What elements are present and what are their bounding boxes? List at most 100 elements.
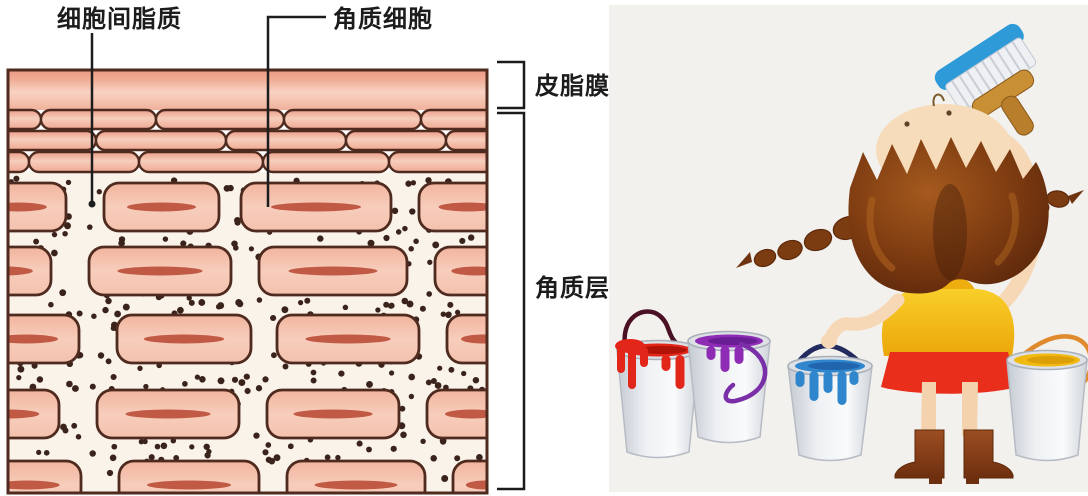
lipid-dot (459, 237, 466, 244)
lipid-dot (256, 297, 263, 303)
lipid-dot (64, 222, 71, 230)
lipid-dot (430, 455, 437, 462)
lipid-dot (89, 383, 96, 390)
lipid-dot (232, 245, 239, 251)
flattened-cell (9, 108, 43, 131)
lipid-dot (148, 454, 155, 461)
lipid-dot (304, 297, 311, 304)
yellow-paint-bucket (1006, 334, 1088, 462)
lipid-dot (110, 373, 117, 381)
bracket-sebum-film (497, 60, 526, 110)
paint-drip (640, 347, 648, 367)
lipid-dot (160, 442, 168, 450)
cell-nucleus-lens (271, 202, 361, 212)
scalp-dot (946, 110, 952, 116)
lipid-dot (440, 438, 447, 445)
lipid-dot (89, 450, 96, 457)
paint-drip (675, 355, 685, 389)
lipid-dot (109, 454, 117, 462)
lipid-dot (408, 246, 414, 252)
girl-hair (848, 137, 1049, 294)
lipid-dot (454, 455, 461, 462)
lipid-dot (255, 385, 263, 392)
blue-paint-bucket (787, 343, 873, 462)
girl-skirt (881, 352, 1017, 394)
cell-nucleus-lens (125, 409, 211, 419)
cell-nucleus-lens (117, 266, 203, 276)
lipid-dot (338, 370, 345, 377)
bucket-paint-shade (708, 337, 758, 345)
flattened-cell (9, 129, 98, 152)
lipid-dot (476, 454, 483, 461)
lipid-dot (461, 370, 467, 377)
lipid-dot (71, 385, 79, 392)
paint-drip (617, 347, 625, 373)
leader-dot (88, 200, 96, 208)
lipid-dot (273, 454, 281, 462)
lipid-dot (105, 297, 112, 305)
lipid-dot (430, 378, 437, 384)
lipid-dot (75, 434, 82, 440)
lipid-dot (48, 301, 54, 308)
flattened-cell (27, 150, 141, 174)
lipid-dot (143, 383, 149, 390)
lipid-dot (154, 443, 161, 450)
cell-nucleus-lens (147, 480, 231, 490)
flattened-cell (344, 129, 448, 152)
flattened-cell (261, 150, 391, 174)
lipid-dot (356, 440, 363, 447)
flattened-cell (137, 150, 265, 174)
lipid-dot (383, 234, 390, 242)
corneocyte-cell (285, 459, 427, 492)
cell-nucleus-lens (293, 409, 373, 419)
lipid-dot (17, 365, 25, 373)
flattened-cell (282, 108, 423, 131)
bristle-lines (951, 40, 1031, 109)
lipid-dot (468, 234, 475, 241)
lipid-dot (390, 445, 397, 452)
lipid-dot (198, 299, 206, 306)
lipid-dot (262, 376, 269, 383)
lipid-dot (410, 180, 417, 186)
lipid-dot (138, 439, 145, 445)
lipid-dot (235, 299, 243, 306)
paint-drip (720, 346, 730, 372)
lipid-dot (401, 297, 409, 305)
flattened-cell (9, 150, 31, 174)
lipid-dot (162, 236, 169, 242)
lipid-dot (248, 246, 254, 252)
lipid-dot (62, 230, 68, 237)
corneocyte-cell (9, 459, 83, 492)
bracket-stratum-corneum (497, 111, 526, 491)
lipid-dot (253, 432, 260, 439)
lipid-dot (177, 306, 184, 314)
lipid-dot (186, 295, 192, 301)
lipid-dot (262, 449, 269, 456)
paint-drip (706, 346, 716, 360)
lipid-dot (106, 469, 114, 477)
lipid-dot (472, 377, 480, 384)
lipid-dot (287, 443, 294, 450)
lipid-dot (268, 457, 276, 465)
cell-nucleus-lens (127, 202, 196, 212)
lipid-dot (448, 366, 455, 373)
lipid-dot (282, 363, 289, 370)
lipid-dot (223, 185, 231, 192)
brush-blue-paint (934, 23, 1024, 90)
cell-nucleus-lens (438, 202, 486, 212)
lipid-dot (87, 224, 93, 230)
lipid-dot (60, 423, 67, 431)
lipid-dot (335, 454, 341, 461)
lipid-dot (342, 304, 349, 311)
paint-drip (823, 371, 833, 393)
bucket-body (787, 365, 873, 462)
lipid-dot (114, 310, 121, 318)
lipid-dot (409, 208, 416, 215)
lipid-dot (441, 475, 449, 482)
lipid-dot (366, 446, 372, 453)
paint-drip (837, 371, 847, 405)
bucket-paint-shade (808, 362, 860, 370)
bucket-body (1006, 359, 1088, 462)
lipid-dot (375, 307, 381, 313)
lipid-dot (118, 236, 126, 243)
